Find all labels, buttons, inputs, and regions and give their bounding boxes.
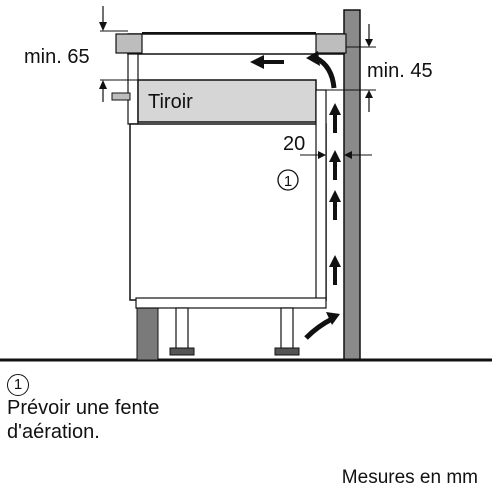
hob-right-cap <box>315 33 347 54</box>
worktop <box>127 33 345 55</box>
front-leg <box>175 307 189 353</box>
airflow-arrow-head <box>329 103 341 115</box>
airflow-arrow-shaft <box>333 160 337 180</box>
cabinet-bottom-shelf <box>135 297 327 309</box>
legend: 1 Prévoir une fente d'aération. <box>7 374 159 444</box>
drawer <box>137 79 317 123</box>
rear-leg-foot <box>274 347 300 356</box>
hob-body <box>127 53 139 125</box>
callout-number: 1 <box>284 173 292 190</box>
cabinet-back-panel <box>315 89 327 301</box>
airflow-arrow-shaft <box>333 200 337 220</box>
airflow-arrow-shaft <box>333 113 337 133</box>
legend-line-1: Prévoir une fente <box>7 397 160 419</box>
airflow-inlet-curve <box>304 316 334 340</box>
units-note: Mesures en mm <box>341 467 478 488</box>
dim-20-arrow-left-head <box>318 151 326 159</box>
dim-65-arrow-up-head <box>99 80 107 89</box>
dim-45-arrow-down-head <box>365 39 373 47</box>
drawer-label: Tiroir <box>148 91 193 113</box>
airflow-outlet-head <box>306 51 320 66</box>
airflow-arrows <box>329 103 341 285</box>
hob-knob <box>111 92 131 101</box>
gap-20-label: 20 <box>283 133 305 155</box>
airflow-top-arrow-head <box>250 55 264 69</box>
airflow-arrow-head <box>329 150 341 162</box>
cabinet-plinth <box>136 299 159 361</box>
airflow-top-arrow-shaft <box>262 60 284 64</box>
airflow-inlet-head <box>326 312 340 325</box>
rear-leg <box>280 307 294 353</box>
callout-circle <box>277 169 299 191</box>
legend-number-circle: 1 <box>7 374 29 396</box>
airflow-arrow-head <box>329 255 341 267</box>
side-wall <box>343 9 361 361</box>
legend-line-2: d'aération. <box>7 421 100 443</box>
hob-left-cap <box>115 33 143 54</box>
dim-20-arrow-right-head <box>344 151 352 159</box>
front-leg-foot <box>169 347 195 356</box>
dim-45-arrow-up-head <box>365 90 373 98</box>
airflow-arrow-head <box>329 190 341 202</box>
min-45-label: min. 45 <box>367 60 433 82</box>
min-65-label: min. 65 <box>24 46 90 68</box>
dim-65-arrow-down-head <box>99 22 107 31</box>
airflow-arrow-shaft <box>333 265 337 285</box>
